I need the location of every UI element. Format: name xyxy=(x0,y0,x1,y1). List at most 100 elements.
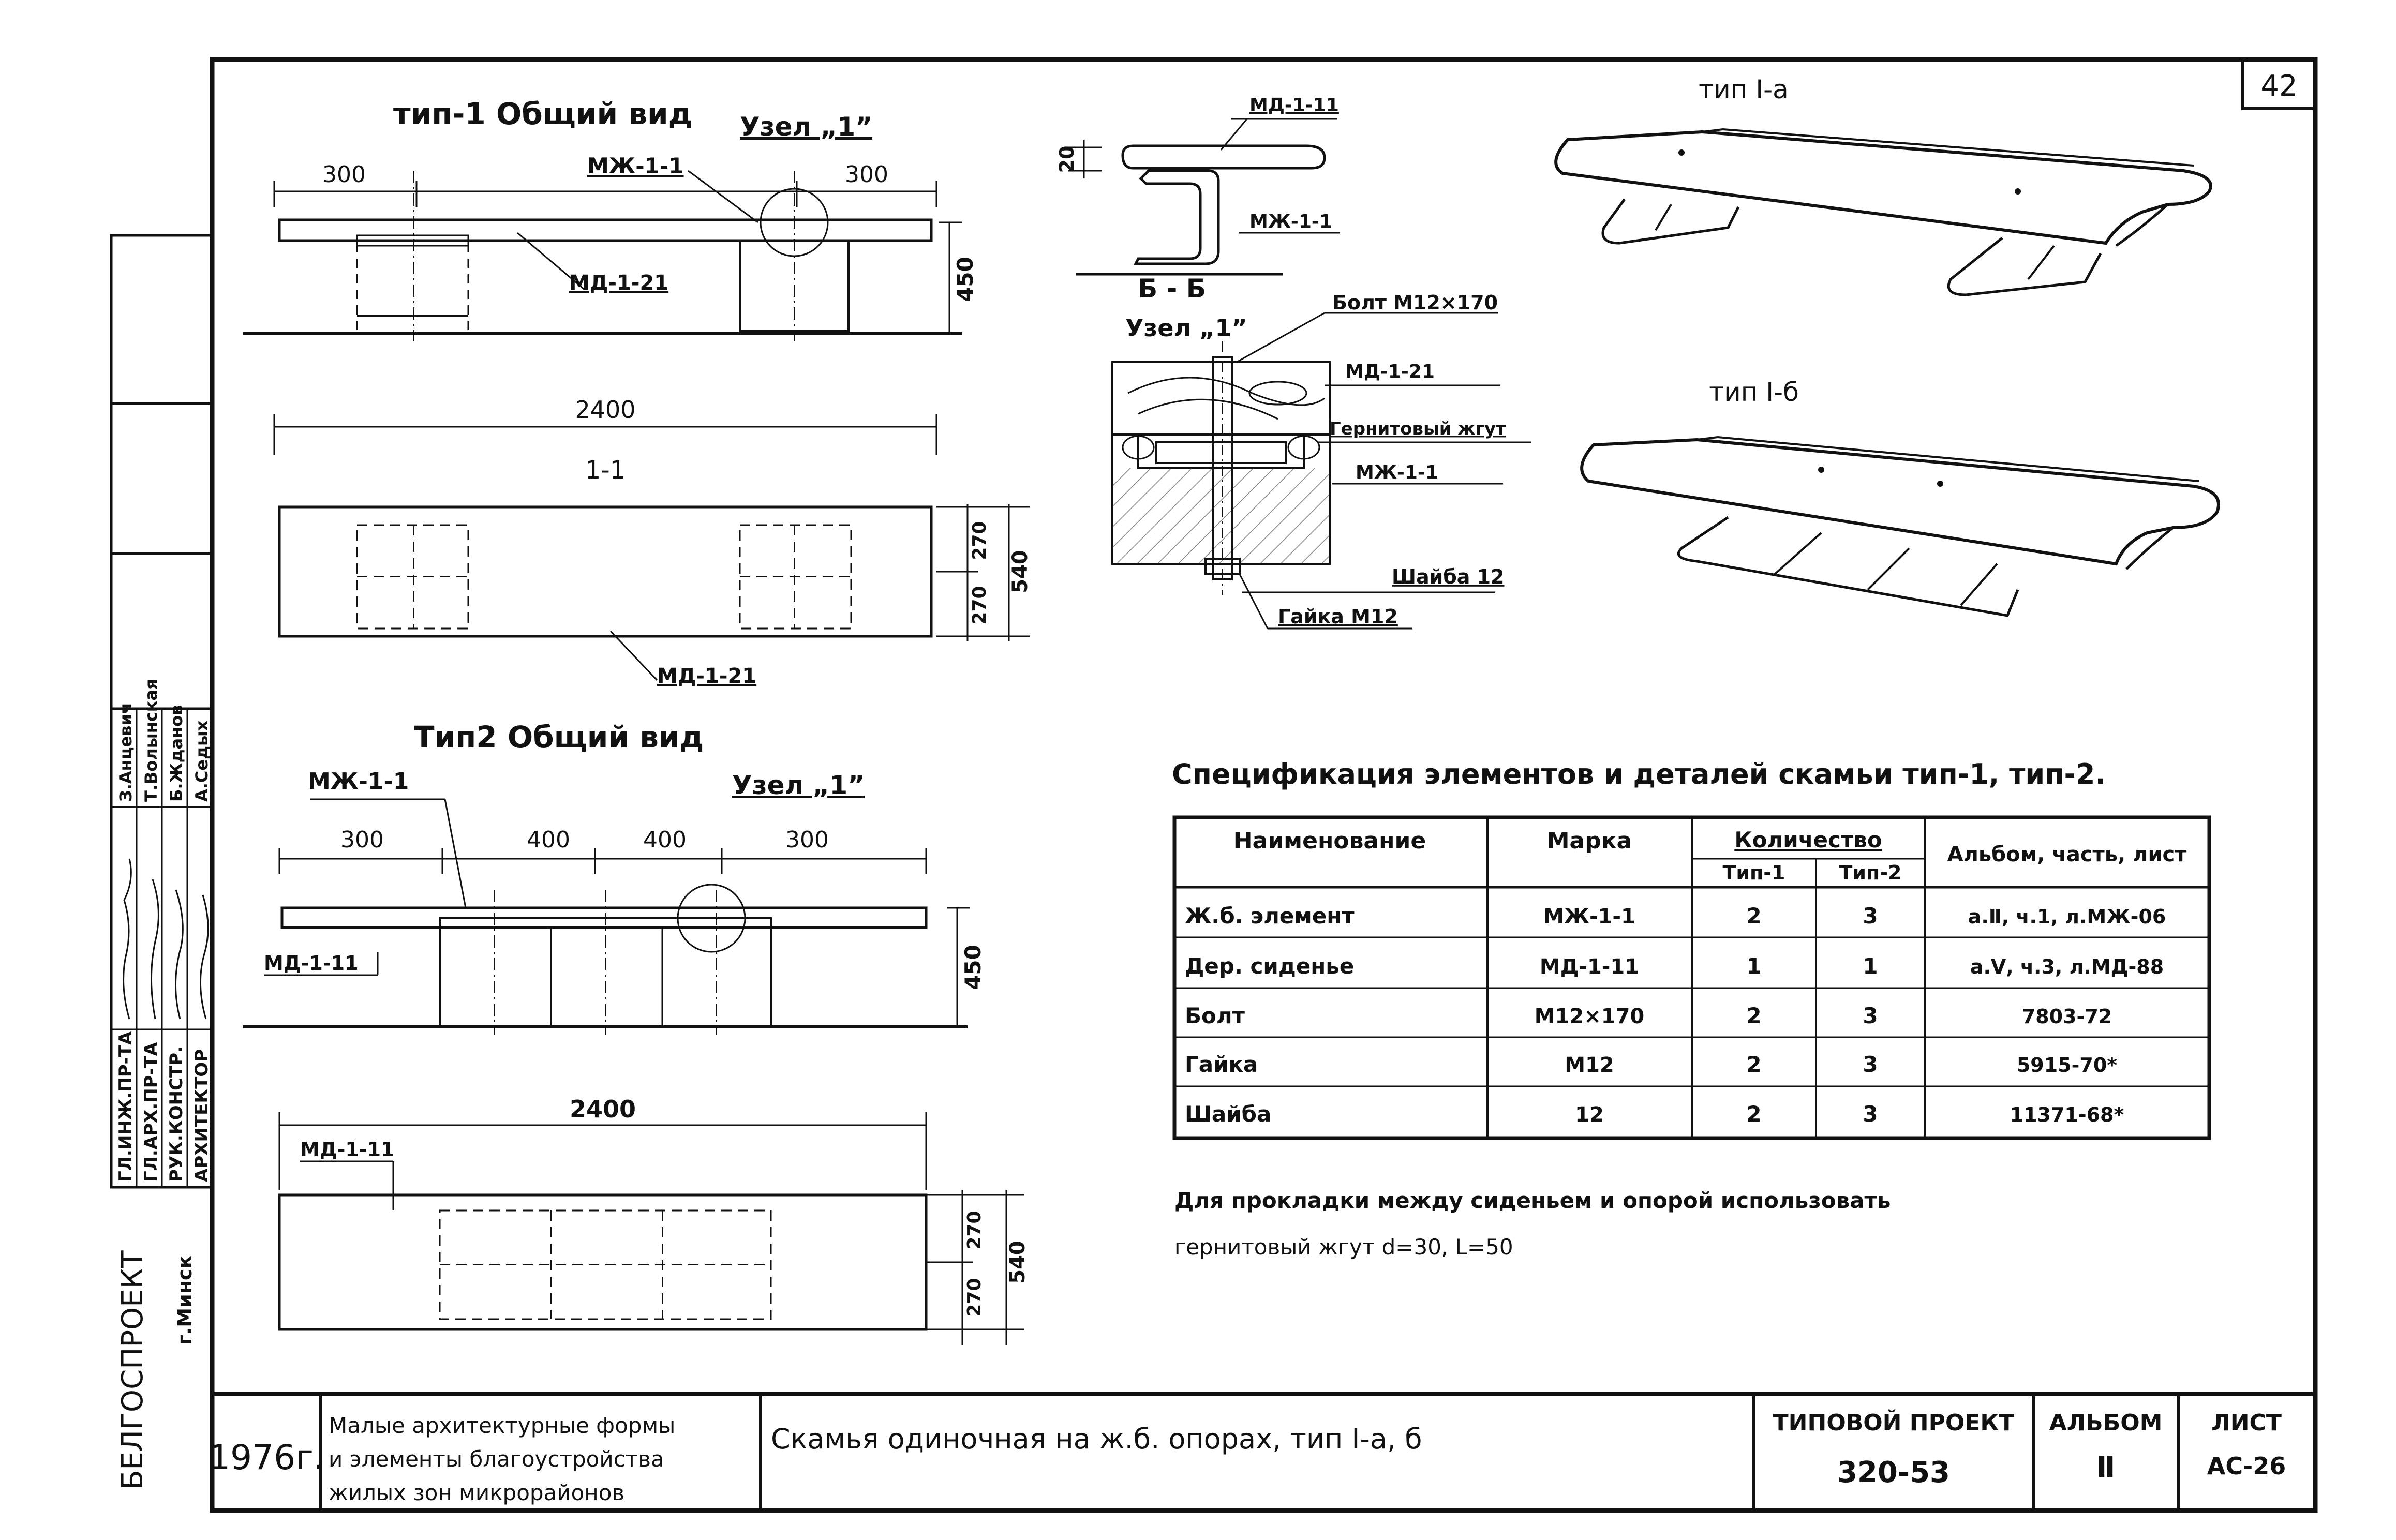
side-stamp: ГЛ.ИНЖ.ПР-ТА ГЛ.АРХ.ПР-ТА РУК.КОНСТР. АР… xyxy=(110,234,214,1490)
view-1b-title: тип I-б xyxy=(1709,377,1799,407)
dim-2400-t2: 2400 xyxy=(570,1095,636,1123)
spec-row-1-t1: 2 xyxy=(1746,903,1761,929)
tb-project-value: 320-53 xyxy=(1837,1456,1950,1489)
tb-drawing-title: Скамья одиночная на ж.б. опорах, тип I-а… xyxy=(771,1423,1422,1455)
spec-row-3-name: Болт xyxy=(1185,1003,1245,1028)
node-label-gernit: Гернитовый жгут xyxy=(1330,418,1506,439)
spec-row-2-name: Дер. сиденье xyxy=(1185,953,1354,979)
spec-row-3-t2: 3 xyxy=(1863,1003,1878,1028)
sheet-number: 42 xyxy=(2260,69,2297,103)
spec-header-qty: Количество xyxy=(1734,827,1882,853)
tb-year: 1976г. xyxy=(209,1438,324,1477)
signature xyxy=(200,894,209,1020)
bench-1a-seat xyxy=(1554,130,2212,245)
sheet-number-box xyxy=(2241,58,2317,110)
t2-seat-board xyxy=(280,906,928,929)
dim-450: 450 xyxy=(953,257,978,302)
node-wood-seat xyxy=(1111,361,1331,436)
bench-1b-support xyxy=(1677,516,2019,617)
bb-label-mzh: МЖ-1-1 xyxy=(1249,211,1332,232)
spec-row-1-album: а.Ⅱ, ч.1, л.МЖ-06 xyxy=(1968,905,2166,928)
node-1-detail: Узел „1” Болт М12×170 МД-1-21 Гернитовый… xyxy=(1111,291,1531,630)
type1-node-label: Узел „1” xyxy=(740,112,872,142)
bench-1a-leg-right xyxy=(1947,237,2102,296)
t2-dim-300: 300 xyxy=(340,827,384,853)
org-city: г.Минск xyxy=(173,1255,196,1345)
signature xyxy=(175,889,184,1020)
spec-header-name: Наименование xyxy=(1233,828,1426,854)
bb-label-md: МД-1-11 xyxy=(1249,95,1339,116)
dim-270-d: 270 xyxy=(964,1278,985,1317)
tb-subject-line3: жилых зон микрорайонов xyxy=(329,1480,624,1505)
dim-270-top: 270 xyxy=(969,521,990,560)
node-label-washer: Шайба 12 xyxy=(1392,565,1505,588)
view-1a-title: тип I-а xyxy=(1699,74,1789,104)
stamp-name-2: Т.Волынская xyxy=(141,679,161,802)
signature xyxy=(123,858,132,1020)
bench-1b-seat xyxy=(1580,438,2220,566)
section-bb: МД-1-11 20 МЖ-1-1 Б - Б xyxy=(1055,95,1340,304)
stamp-name-4: А.Седых xyxy=(192,720,212,802)
title-block: 1976г. Малые архитектурные формы и элеме… xyxy=(209,1392,2315,1511)
spec-header-qty-t2: Тип-2 xyxy=(1839,861,1901,884)
type1-label-mzh: МЖ-1-1 xyxy=(587,153,684,178)
section-1-1: 1-1 xyxy=(585,456,626,485)
signature xyxy=(151,879,159,1020)
type2-label-mzh: МЖ-1-1 xyxy=(308,768,409,795)
node-label-mzh: МЖ-1-1 xyxy=(1356,462,1438,483)
spec-row-2-t1: 1 xyxy=(1746,953,1761,979)
tb-sheet-label: ЛИСТ xyxy=(2211,1410,2282,1436)
spec-row-4-mark: М12 xyxy=(1565,1053,1614,1077)
bb-support-profile xyxy=(1133,169,1220,265)
spec-note-line1: Для прокладки между сиденьем и опорой ис… xyxy=(1174,1188,1891,1213)
t2-dim-400-a: 400 xyxy=(527,827,570,853)
type2-general-view: Тип2 Общий вид МЖ-1-1 Узел „1” 300 400 4… xyxy=(243,720,986,1035)
spec-row-5-t1: 2 xyxy=(1746,1101,1761,1127)
spec-row-5-name: Шайба xyxy=(1185,1101,1271,1127)
t2-plan-outline xyxy=(278,1193,928,1331)
type1-plan-section: 2400 1-1 270 270 540 МД-1-21 xyxy=(273,396,1032,688)
dim-450-t2: 450 xyxy=(960,945,986,990)
bb-dim-20: 20 xyxy=(1055,146,1078,173)
plan-outline xyxy=(278,505,933,638)
dim-300-right: 300 xyxy=(845,161,888,188)
spec-row-4-t2: 3 xyxy=(1863,1052,1878,1077)
stamp-name-1: З.Анцевич xyxy=(116,702,136,802)
spec-row-4-name: Гайка xyxy=(1185,1052,1258,1077)
spec-header-qty-t1: Тип-1 xyxy=(1722,861,1785,884)
dim-540-t2: 540 xyxy=(1006,1240,1030,1284)
spec-row-2-album: а.Ⅴ, ч.3, л.МД-88 xyxy=(1970,955,2164,978)
tb-album-value: Ⅱ xyxy=(2096,1451,2116,1484)
type2-plan: 2400 МД-1-11 270 270 540 xyxy=(278,1095,1030,1345)
spec-note-line2: гернитовый жгут d=30, L=50 xyxy=(1174,1234,1513,1260)
spec-row-2-mark: МД-1-11 xyxy=(1540,955,1639,979)
type2-title: Тип2 Общий вид xyxy=(414,720,704,755)
t2-dim-400-b: 400 xyxy=(643,827,687,853)
spec-row-4-t1: 2 xyxy=(1746,1052,1761,1077)
tb-album-label: АЛЬБОМ xyxy=(2049,1410,2163,1436)
type1-general-view: тип-1 Общий вид Узел „1” МЖ-1-1 300 300 … xyxy=(243,96,978,341)
plan-label-md: МД-1-21 xyxy=(657,664,756,688)
spec-row-3-t1: 2 xyxy=(1746,1003,1761,1028)
bb-section-label: Б - Б xyxy=(1138,274,1206,304)
spec-header-mark: Марка xyxy=(1547,828,1632,854)
spec-row-5-album: 11371-68* xyxy=(2010,1103,2124,1126)
tb-project-label: ТИПОВОЙ ПРОЕКТ xyxy=(1773,1409,2015,1436)
bench-1a-leg-left xyxy=(1601,198,1740,245)
node-title: Узел „1” xyxy=(1125,314,1247,342)
tb-subject-line1: Малые архитектурные формы xyxy=(329,1413,675,1438)
bb-seat-profile xyxy=(1121,144,1326,170)
seat-board xyxy=(278,218,933,242)
stamp-role-1: ГЛ.ИНЖ.ПР-ТА xyxy=(115,1031,136,1182)
type2-label-md: МД-1-11 xyxy=(264,952,359,975)
view-type-1b: тип I-б xyxy=(1580,377,2220,617)
org-name: БЕЛГОСПРОЕКТ xyxy=(116,1250,150,1490)
spec-row-1-name: Ж.б. элемент xyxy=(1185,903,1355,929)
spec-row-1-t2: 3 xyxy=(1863,903,1878,929)
node-label-nut: Гайка М12 xyxy=(1278,605,1398,628)
tb-sheet-value: АС-26 xyxy=(2207,1452,2286,1480)
spec-row-3-mark: М12×170 xyxy=(1535,1005,1644,1028)
spec-row-5-t2: 3 xyxy=(1863,1101,1878,1127)
t2-plan-label-md: МД-1-11 xyxy=(300,1138,395,1161)
